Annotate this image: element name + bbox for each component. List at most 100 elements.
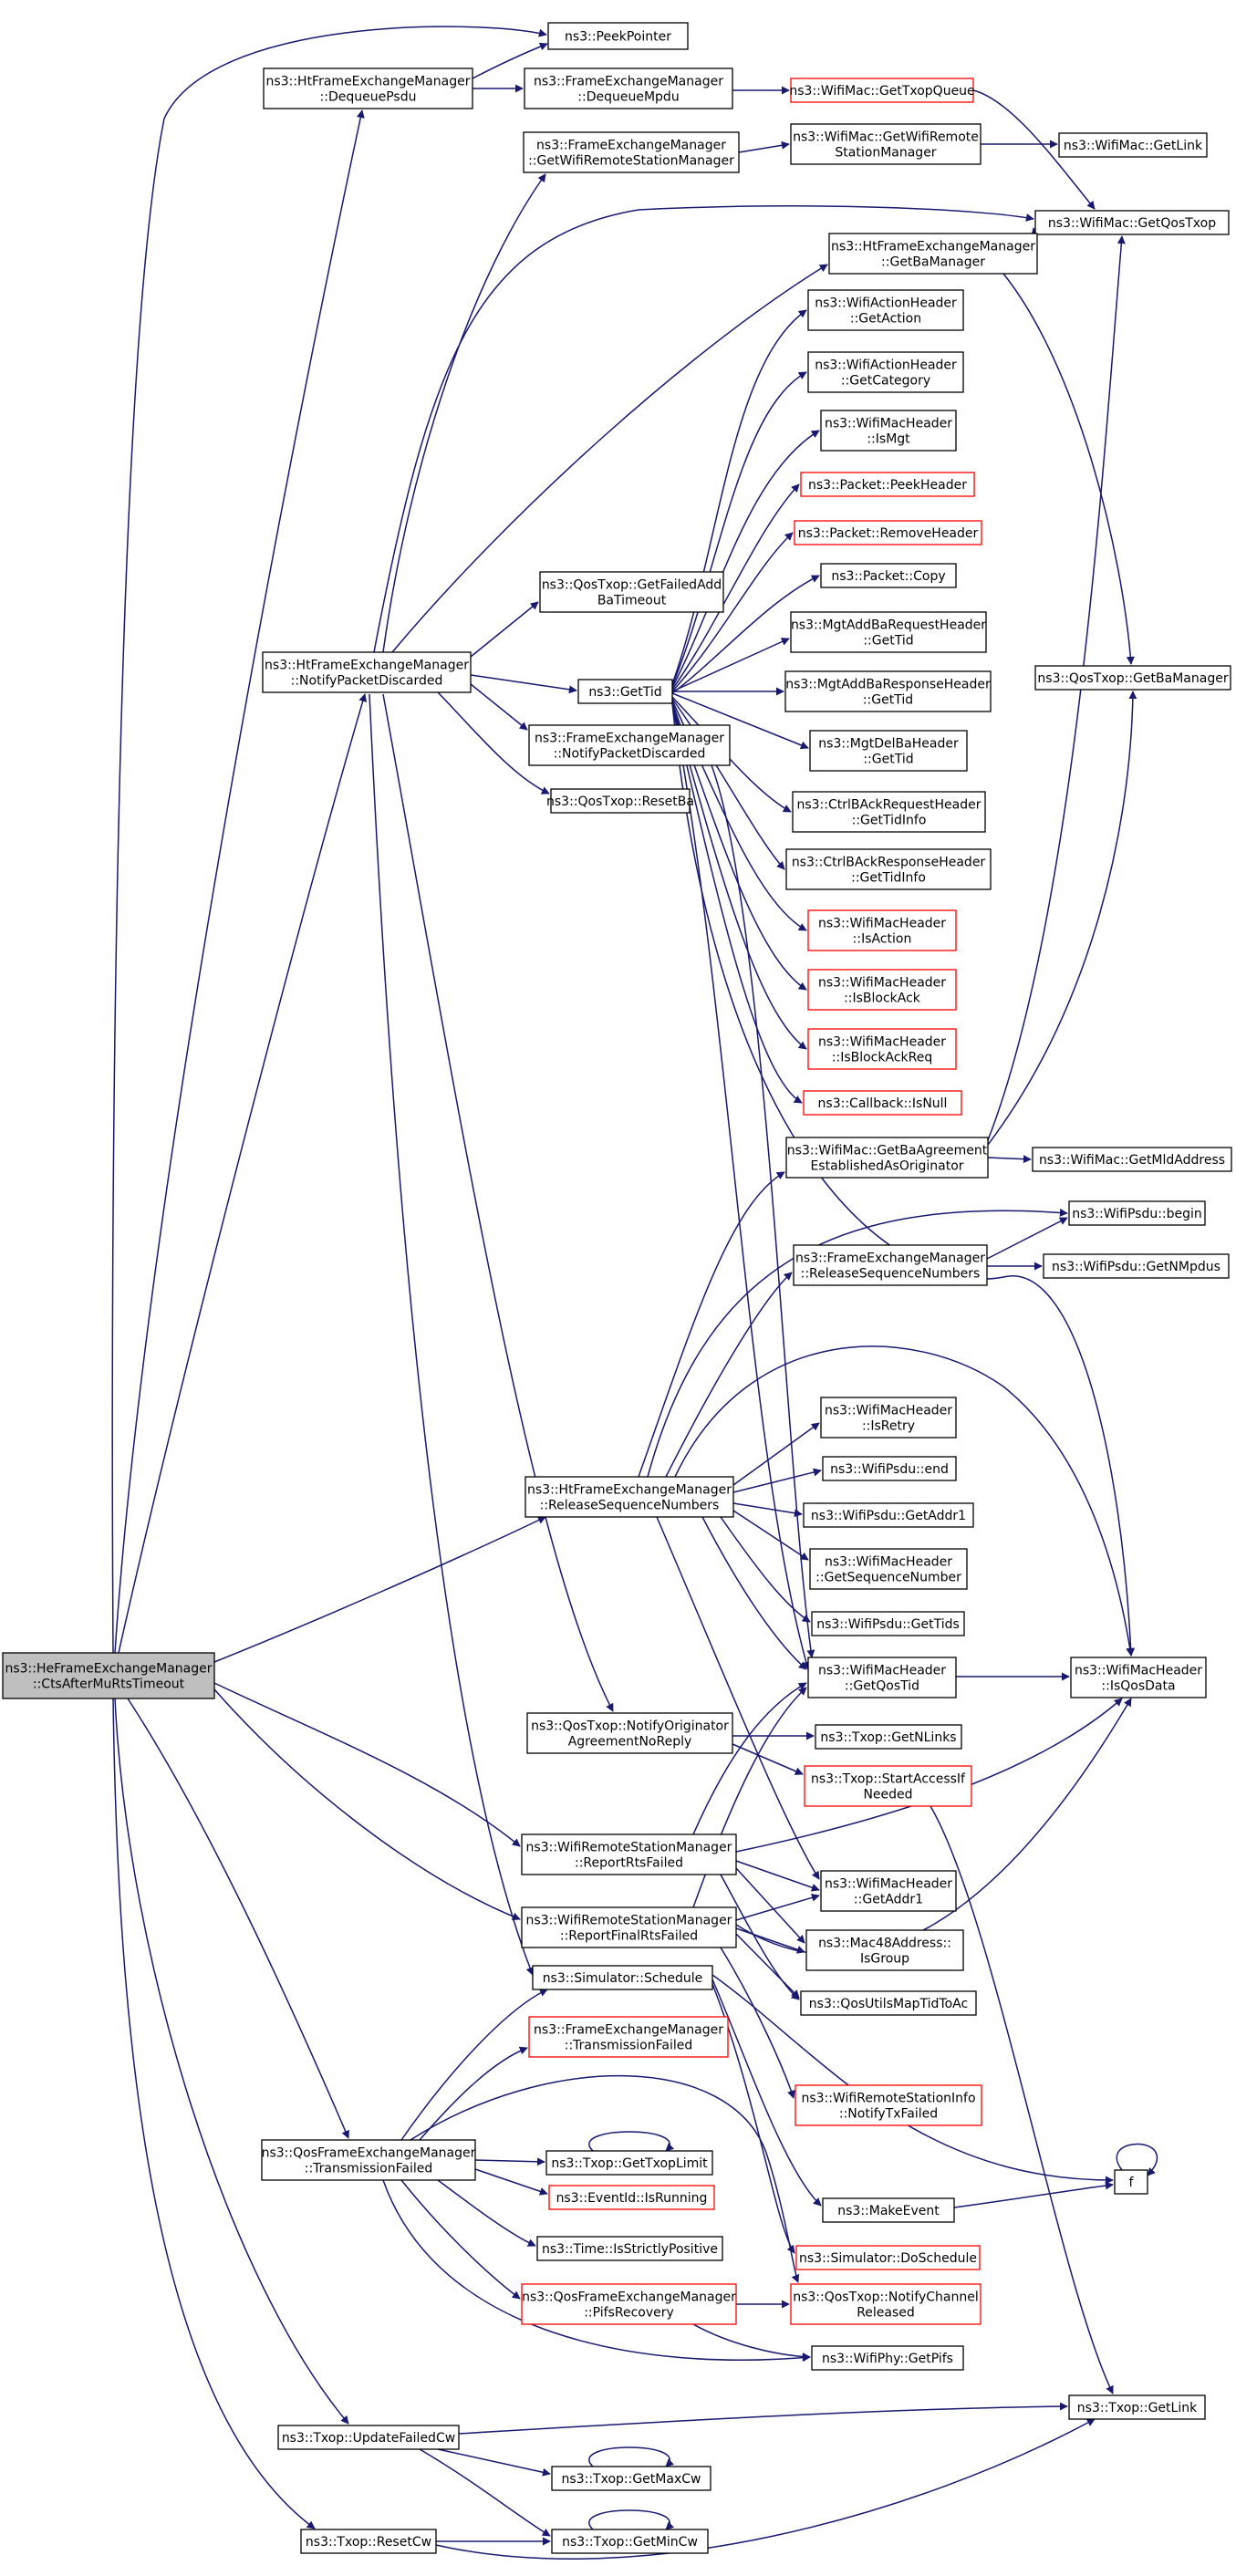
node-label: ::IsMgt bbox=[867, 432, 910, 447]
node-label: ns3::Txop::StartAccessIf bbox=[811, 1772, 966, 1787]
node-getNMpdus[interactable]: ns3::WifiPsdu::GetNMpdus bbox=[1043, 1253, 1230, 1279]
node-label: ::GetTid bbox=[863, 693, 913, 708]
node-isRetry[interactable]: ns3::WifiMacHeader::IsRetry bbox=[820, 1397, 957, 1439]
node-box bbox=[820, 563, 957, 588]
node-box bbox=[536, 2236, 723, 2261]
node-addBaRespTid[interactable]: ns3::MgtAddBaResponseHeader::GetTid bbox=[784, 670, 992, 712]
node-label: ::DequeueMpdu bbox=[577, 90, 679, 105]
node-delBaTid[interactable]: ns3::MgtDelBaHeader::GetTid bbox=[809, 730, 968, 772]
node-label: ::GetTidInfo bbox=[852, 814, 927, 828]
node-feNotify[interactable]: ns3::FrameExchangeManager::NotifyPacketD… bbox=[528, 724, 731, 766]
node-feTxFailed[interactable]: ns3::FrameExchangeManager::TransmissionF… bbox=[528, 2016, 729, 2058]
edge-makeEvent-to-fNode bbox=[953, 2181, 1114, 2208]
node-doSchedule[interactable]: ns3::Simulator::DoSchedule bbox=[795, 2245, 981, 2270]
node-packetCopy[interactable]: ns3::Packet::Copy bbox=[820, 563, 957, 588]
node-label: ns3::WifiRemoteStationManager bbox=[526, 1914, 732, 1928]
node-feGetWrsm[interactable]: ns3::FrameExchangeManager::GetWifiRemote… bbox=[523, 131, 740, 173]
node-removeHeader[interactable]: ns3::Packet::RemoveHeader bbox=[794, 520, 982, 545]
node-notifyTxFailed[interactable]: ns3::WifiRemoteStationInfo::NotifyTxFail… bbox=[795, 2084, 982, 2126]
node-getQosTxop[interactable]: ns3::WifiMac::GetQosTxop bbox=[1034, 210, 1230, 235]
node-macGetLink[interactable]: ns3::WifiMac::GetLink bbox=[1058, 132, 1208, 158]
node-isMgt[interactable]: ns3::WifiMacHeader::IsMgt bbox=[820, 410, 957, 452]
node-getMaxCw[interactable]: ns3::Txop::GetMaxCw bbox=[551, 2466, 711, 2491]
node-qosResetBa[interactable]: ns3::QosTxop::ResetBa bbox=[546, 788, 694, 814]
node-peekPointer[interactable]: ns3::PeekPointer bbox=[547, 22, 689, 50]
edge-getTxopLimit-to-getTxopLimit bbox=[588, 2131, 674, 2152]
node-addBaReqTid[interactable]: ns3::MgtAddBaRequestHeader::GetTid bbox=[790, 611, 987, 653]
node-label: ns3::WifiMac::GetWifiRemote bbox=[793, 130, 979, 145]
edge-htNotify-to-feGetWrsm bbox=[382, 173, 546, 653]
node-feRelease[interactable]: ns3::FrameExchangeManager::ReleaseSequen… bbox=[793, 1244, 988, 1286]
node-htDequeuePsdu[interactable]: ns3::HtFrameExchangeManager::DequeuePsdu bbox=[263, 68, 473, 109]
node-htNotify[interactable]: ns3::HtFrameExchangeManager::NotifyPacke… bbox=[262, 651, 472, 693]
node-label: ns3::QosFrameExchangeManager bbox=[262, 2146, 476, 2161]
node-getQosTid[interactable]: ns3::WifiMacHeader::GetQosTid bbox=[807, 1657, 957, 1698]
node-box bbox=[1034, 665, 1231, 691]
node-qfeTxFailed[interactable]: ns3::QosFrameExchangeManager::Transmissi… bbox=[261, 2139, 476, 2181]
node-getMinCw[interactable]: ns3::Txop::GetMinCw bbox=[551, 2529, 709, 2554]
node-qosUtils[interactable]: ns3::QosUtilsMapTidToAc bbox=[800, 1990, 977, 2016]
node-getNLinks[interactable]: ns3::Txop::GetNLinks bbox=[815, 1724, 962, 1750]
node-reportRts[interactable]: ns3::WifiRemoteStationManager::ReportRts… bbox=[521, 1833, 737, 1875]
node-getTid[interactable]: ns3::GetTid bbox=[577, 679, 673, 704]
node-isQosData[interactable]: ns3::WifiMacHeader::IsQosData bbox=[1070, 1657, 1207, 1698]
node-psduGetTids[interactable]: ns3::WifiPsdu::GetTids bbox=[811, 1611, 965, 1636]
node-macGetAddr1[interactable]: ns3::WifiMacHeader::GetAddr1 bbox=[820, 1870, 957, 1912]
node-box bbox=[551, 2529, 709, 2554]
node-bareqTidInfo[interactable]: ns3::CtrlBAckRequestHeader::GetTidInfo bbox=[792, 791, 986, 833]
edge-getTid-to-delBaTid bbox=[671, 692, 809, 750]
node-actGetCategory[interactable]: ns3::WifiActionHeader::GetCategory bbox=[807, 351, 964, 393]
node-qosNotifyOrig[interactable]: ns3::QosTxop::NotifyOriginatorAgreementN… bbox=[526, 1712, 733, 1754]
node-htGetBaManager[interactable]: ns3::HtFrameExchangeManager::GetBaManage… bbox=[828, 233, 1038, 275]
node-isAction[interactable]: ns3::WifiMacHeader::IsAction bbox=[807, 909, 957, 951]
edge-root-to-reportFinalRts bbox=[213, 1688, 521, 1921]
node-simSchedule[interactable]: ns3::Simulator::Schedule bbox=[532, 1965, 713, 1990]
node-psduEnd[interactable]: ns3::WifiPsdu::end bbox=[822, 1456, 957, 1481]
node-getTxopQueue[interactable]: ns3::WifiMac::GetTxopQueue bbox=[789, 78, 975, 103]
node-label: ::NotifyPacketDiscarded bbox=[554, 747, 706, 762]
node-timeStrict[interactable]: ns3::Time::IsStrictlyPositive bbox=[536, 2236, 723, 2261]
node-barespTidInfo[interactable]: ns3::CtrlBAckResponseHeader::GetTidInfo bbox=[785, 848, 992, 890]
node-getBaAgreement[interactable]: ns3::WifiMac::GetBaAgreementEstablishedA… bbox=[785, 1137, 989, 1179]
node-peekHeader[interactable]: ns3::Packet::PeekHeader bbox=[800, 472, 975, 497]
node-label: ::GetTidInfo bbox=[851, 871, 926, 886]
node-txopGetLink[interactable]: ns3::Txop::GetLink bbox=[1068, 2394, 1206, 2420]
node-reportFinalRts[interactable]: ns3::WifiRemoteStationManager::ReportFin… bbox=[521, 1906, 737, 1948]
node-cbIsNull[interactable]: ns3::Callback::IsNull bbox=[803, 1090, 962, 1116]
node-macGetWrsm[interactable]: ns3::WifiMac::GetWifiRemoteStationManage… bbox=[790, 123, 982, 165]
node-htRelease[interactable]: ns3::HtFrameExchangeManager::ReleaseSequ… bbox=[525, 1476, 734, 1518]
node-actGetAction[interactable]: ns3::WifiActionHeader::GetAction bbox=[807, 289, 964, 331]
node-pifsRecovery[interactable]: ns3::QosFrameExchangeManager::PifsRecove… bbox=[521, 2283, 737, 2325]
node-getMldAddress[interactable]: ns3::WifiMac::GetMldAddress bbox=[1032, 1147, 1232, 1172]
node-label: ::NotifyTxFailed bbox=[839, 2107, 938, 2122]
node-isGroup[interactable]: ns3::Mac48Address::IsGroup bbox=[805, 1929, 964, 1971]
node-fNode[interactable]: f bbox=[1114, 2169, 1148, 2195]
node-psduGetAddr1[interactable]: ns3::WifiPsdu::GetAddr1 bbox=[803, 1502, 974, 1528]
node-qosGetBaManager[interactable]: ns3::QosTxop::GetBaManager bbox=[1034, 665, 1231, 691]
node-updateFailedCw[interactable]: ns3::Txop::UpdateFailedCw bbox=[277, 2425, 460, 2450]
node-psduBegin[interactable]: ns3::WifiPsdu::begin bbox=[1068, 1200, 1206, 1226]
node-box bbox=[523, 131, 740, 173]
node-label: StationManager bbox=[835, 146, 936, 161]
node-label: ns3::Txop::UpdateFailedCw bbox=[282, 2431, 455, 2446]
node-getSeqNum[interactable]: ns3::WifiMacHeader::GetSequenceNumber bbox=[809, 1548, 968, 1590]
node-resetCw[interactable]: ns3::Txop::ResetCw bbox=[300, 2529, 437, 2554]
edge-root-to-htNotify bbox=[118, 693, 368, 1654]
node-isBlockAck[interactable]: ns3::WifiMacHeader::IsBlockAck bbox=[807, 969, 957, 1011]
node-getTxopLimit[interactable]: ns3::Txop::GetTxopLimit bbox=[545, 2150, 713, 2176]
node-getPifs[interactable]: ns3::WifiPhy::GetPifs bbox=[811, 2345, 964, 2371]
edge-feNotify-to-getQosTid bbox=[711, 764, 815, 1658]
edge-root-to-peekPointer bbox=[111, 26, 547, 1654]
node-label: ::GetQosTid bbox=[845, 1679, 919, 1694]
node-label: ns3::Txop::GetMinCw bbox=[562, 2535, 698, 2550]
node-root[interactable]: ns3::HeFrameExchangeManager::CtsAfterMuR… bbox=[2, 1652, 215, 1699]
node-feDequeueMpdu[interactable]: ns3::FrameExchangeManager::DequeueMpdu bbox=[524, 68, 733, 109]
node-isBlockAckReq[interactable]: ns3::WifiMacHeader::IsBlockAckReq bbox=[807, 1028, 957, 1070]
node-eventIsRunning[interactable]: ns3::EventId::IsRunning bbox=[548, 2185, 715, 2210]
node-label: ns3::Txop::GetMaxCw bbox=[562, 2472, 701, 2487]
node-label: BaTimeout bbox=[597, 594, 667, 608]
node-makeEvent[interactable]: ns3::MakeEvent bbox=[822, 2197, 955, 2223]
